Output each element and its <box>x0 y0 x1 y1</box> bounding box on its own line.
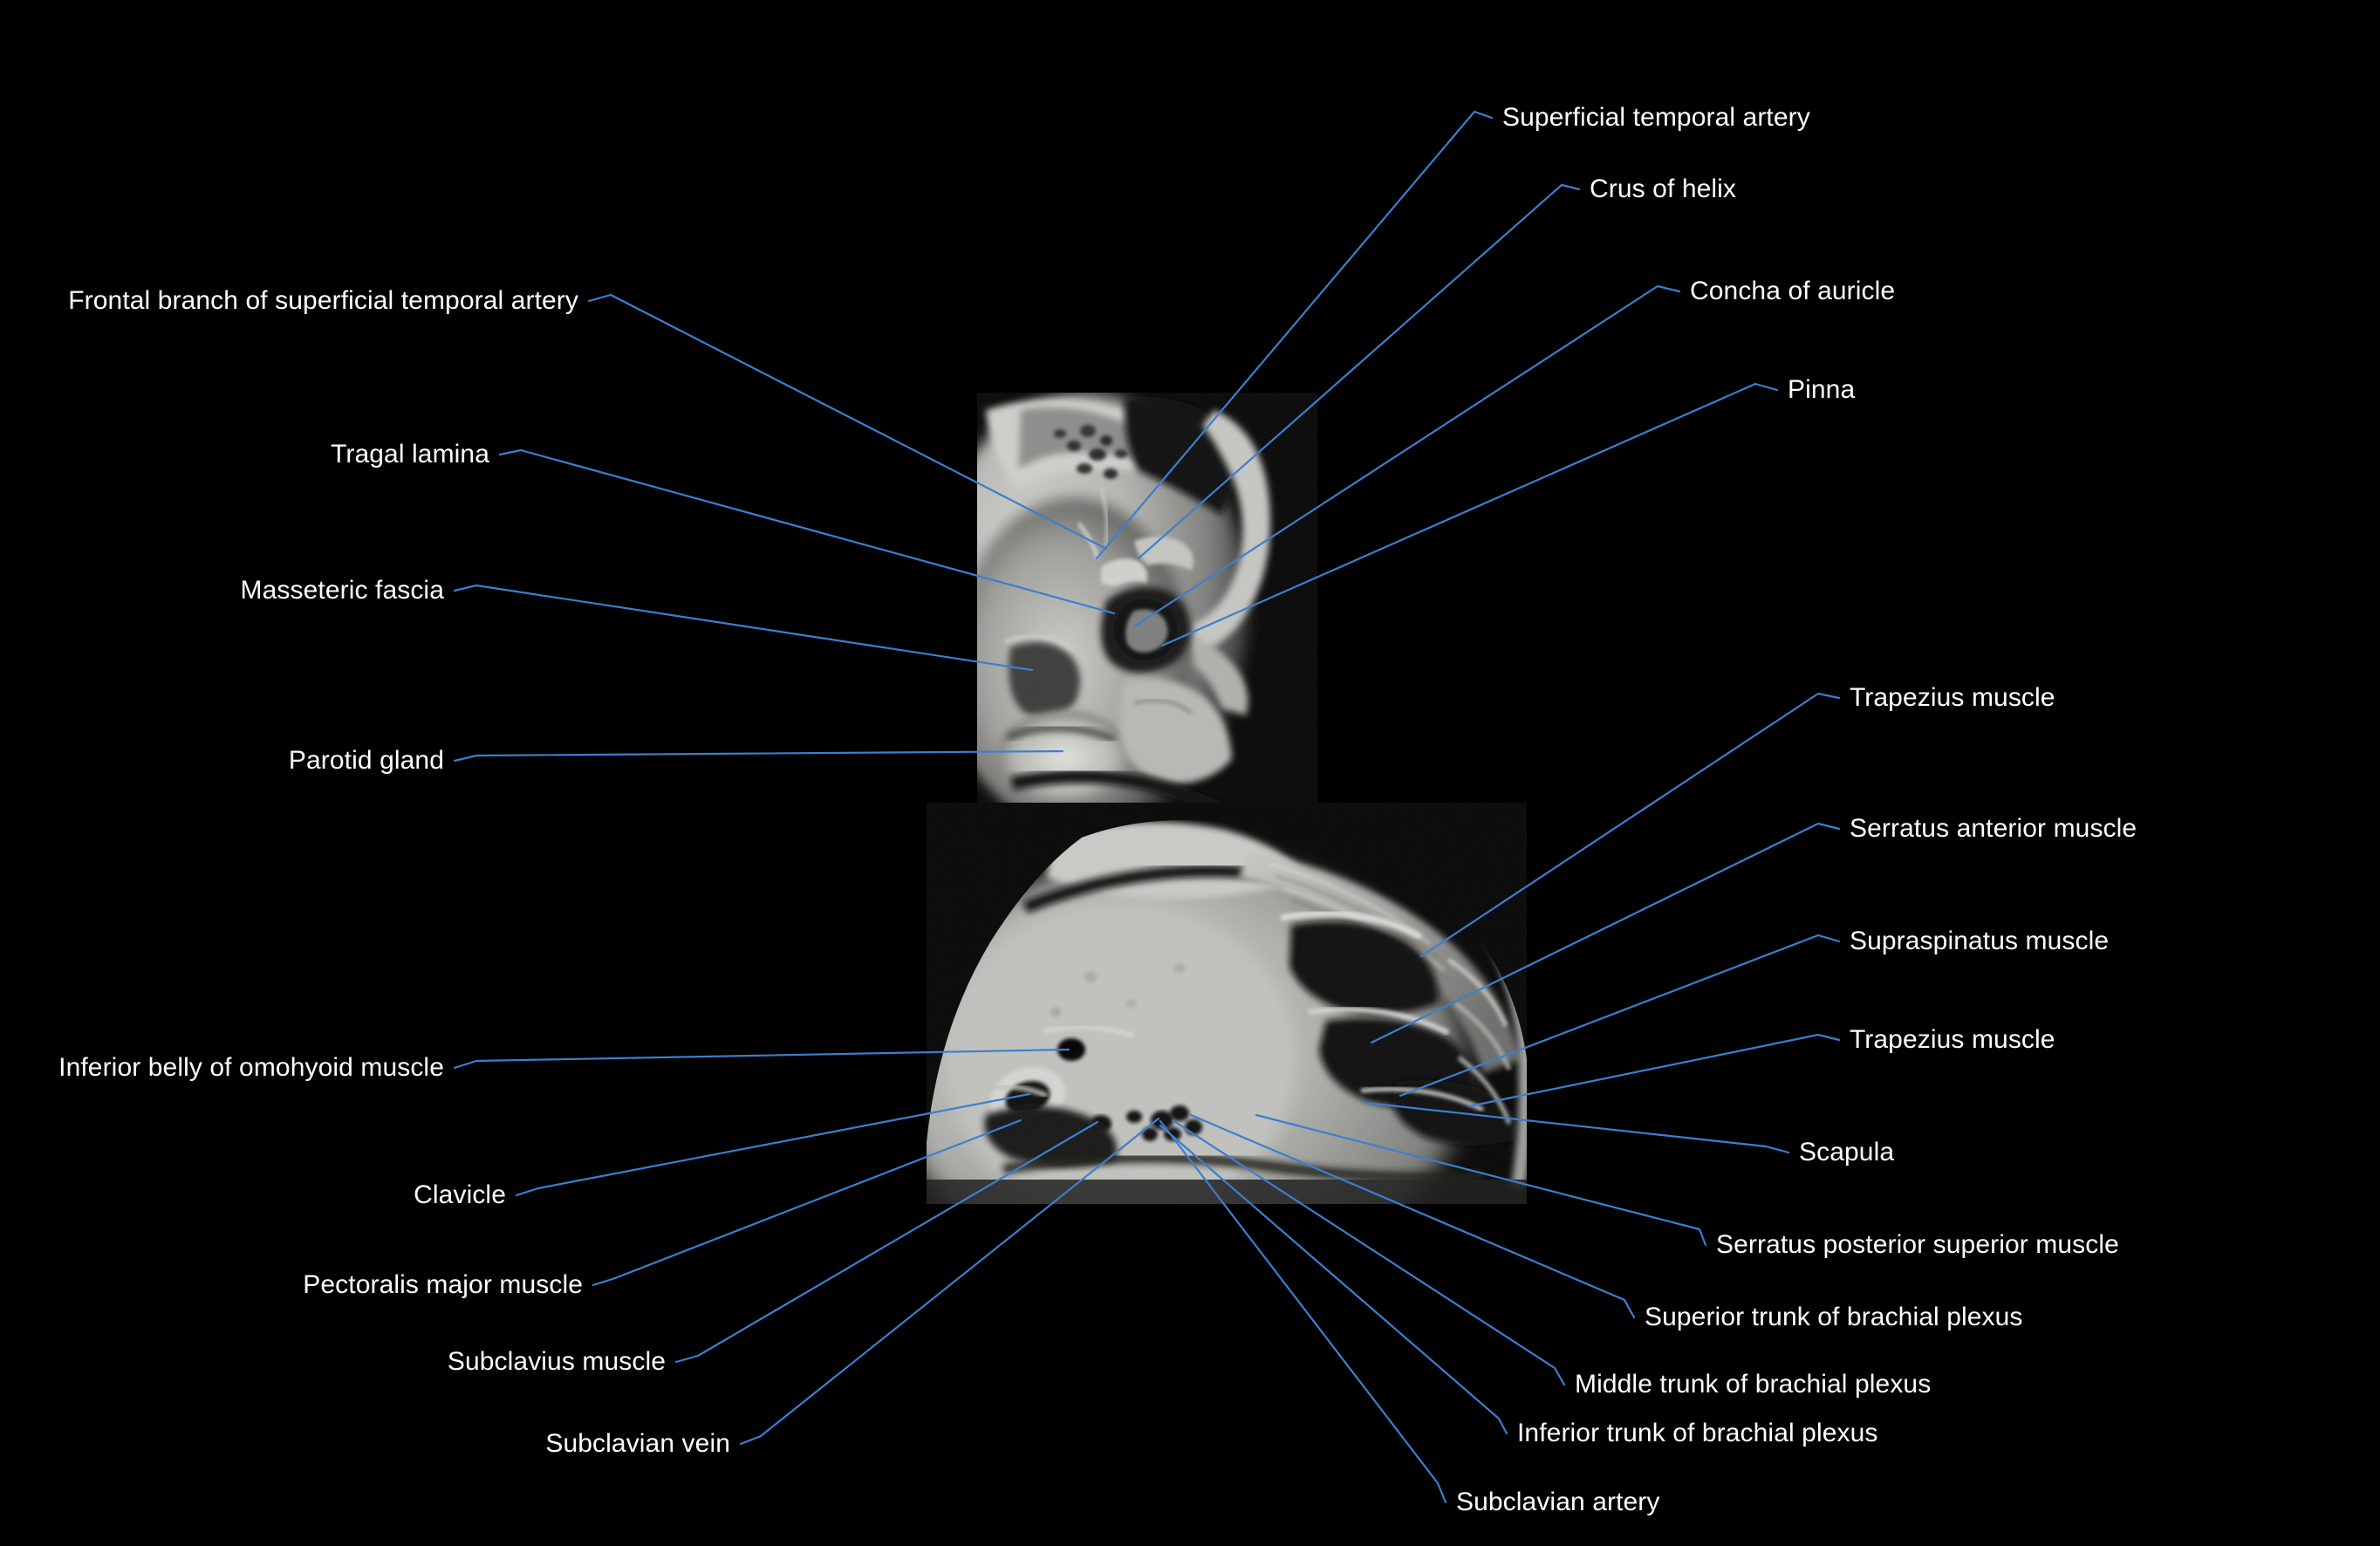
leader-line-middle-trunk-of-brachial-plexus <box>1171 1118 1566 1386</box>
leader-line-frontal-branch-of-superficial-temporal-artery <box>587 293 1108 551</box>
leader-line-subclavian-vein <box>739 1117 1160 1446</box>
label-subclavius-muscle: Subclavius muscle <box>447 1347 666 1376</box>
leader-line-subclavian-artery <box>1159 1119 1447 1504</box>
label-inferior-trunk-of-brachial-plexus: Inferior trunk of brachial plexus <box>1517 1419 1878 1447</box>
label-tragal-lamina: Tragal lamina <box>331 440 489 469</box>
label-trapezius-muscle-lower: Trapezius muscle <box>1850 1025 2055 1054</box>
leader-line-trapezius-muscle-lower <box>1467 1033 1841 1108</box>
label-pectoralis-major-muscle: Pectoralis major muscle <box>303 1270 583 1299</box>
label-masseteric-fascia: Masseteric fascia <box>240 576 444 605</box>
label-superficial-temporal-artery: Superficial temporal artery <box>1502 103 1810 132</box>
leader-line-masseteric-fascia <box>453 584 1034 672</box>
leader-line-inferior-belly-of-omohyoid-muscle <box>453 1048 1070 1070</box>
leader-line-concha-of-auricle <box>1132 284 1681 628</box>
leader-line-trapezius-muscle-upper <box>1419 692 1841 958</box>
label-inferior-belly-of-omohyoid-muscle: Inferior belly of omohyoid muscle <box>58 1053 444 1082</box>
leader-line-superior-trunk-of-brachial-plexus <box>1189 1113 1636 1319</box>
leader-line-scapula <box>1364 1101 1790 1154</box>
label-supraspinatus-muscle: Supraspinatus muscle <box>1850 927 2110 955</box>
label-scapula: Scapula <box>1799 1138 1895 1166</box>
upper-mri-panel <box>977 393 1317 803</box>
leader-line-supraspinatus-muscle <box>1399 934 1841 1098</box>
label-superior-trunk-of-brachial-plexus: Superior trunk of brachial plexus <box>1645 1303 2023 1331</box>
label-parotid-gland: Parotid gland <box>288 746 444 775</box>
label-concha-of-auricle: Concha of auricle <box>1690 277 1896 305</box>
leader-line-clavicle <box>515 1092 1031 1197</box>
leader-line-pinna <box>1160 382 1779 647</box>
label-subclavian-artery: Subclavian artery <box>1456 1488 1660 1516</box>
label-pinna: Pinna <box>1788 375 1856 404</box>
label-frontal-branch-of-superficial-temporal-artery: Frontal branch of superficial temporal a… <box>68 286 578 315</box>
leader-line-superficial-temporal-artery <box>1095 110 1494 560</box>
leader-line-pectoralis-major-muscle <box>592 1118 1022 1287</box>
label-clavicle: Clavicle <box>414 1180 506 1209</box>
leader-line-tragal-lamina <box>498 448 1116 615</box>
leader-line-group <box>453 110 1841 1504</box>
label-middle-trunk-of-brachial-plexus: Middle trunk of brachial plexus <box>1575 1370 1932 1399</box>
label-crus-of-helix: Crus of helix <box>1590 174 1737 203</box>
leader-line-subclavius-muscle <box>674 1120 1099 1364</box>
leader-line-serratus-anterior-muscle <box>1370 822 1841 1044</box>
leader-line-parotid-gland <box>453 749 1064 763</box>
leader-line-inferior-trunk-of-brachial-plexus <box>1159 1124 1508 1435</box>
label-trapezius-muscle-upper: Trapezius muscle <box>1850 683 2055 712</box>
lower-mri-panel <box>927 803 1527 1204</box>
leader-line-serratus-posterior-superior-muscle <box>1255 1113 1707 1247</box>
label-subclavian-vein: Subclavian vein <box>545 1429 730 1458</box>
leader-line-crus-of-helix <box>1137 183 1581 560</box>
label-serratus-posterior-superior-muscle: Serratus posterior superior muscle <box>1716 1230 2119 1259</box>
label-serratus-anterior-muscle: Serratus anterior muscle <box>1850 814 2137 843</box>
